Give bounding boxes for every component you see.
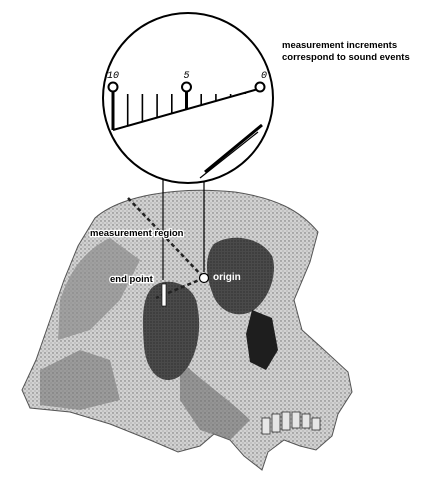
end-point-label: end point [110,274,154,285]
measurement-region-label: measurement region [90,228,184,239]
origin-marker [200,274,209,283]
annotation-line-1: measurement increments [282,40,397,51]
scale-tick-label: 0 [261,71,267,82]
scale-tick-knob [256,83,265,92]
skull-illustration [22,190,352,470]
scale-tick-label: 10 [107,71,119,82]
end-point-marker [162,284,166,306]
scale-tick-knob [182,83,191,92]
origin-label: origin [213,272,241,283]
magnifier-inset: 10 5 0 [103,13,273,183]
scale-tick-knob [109,83,118,92]
scale-tick-label: 5 [183,71,189,82]
annotation-line-2: correspond to sound events [282,52,410,63]
